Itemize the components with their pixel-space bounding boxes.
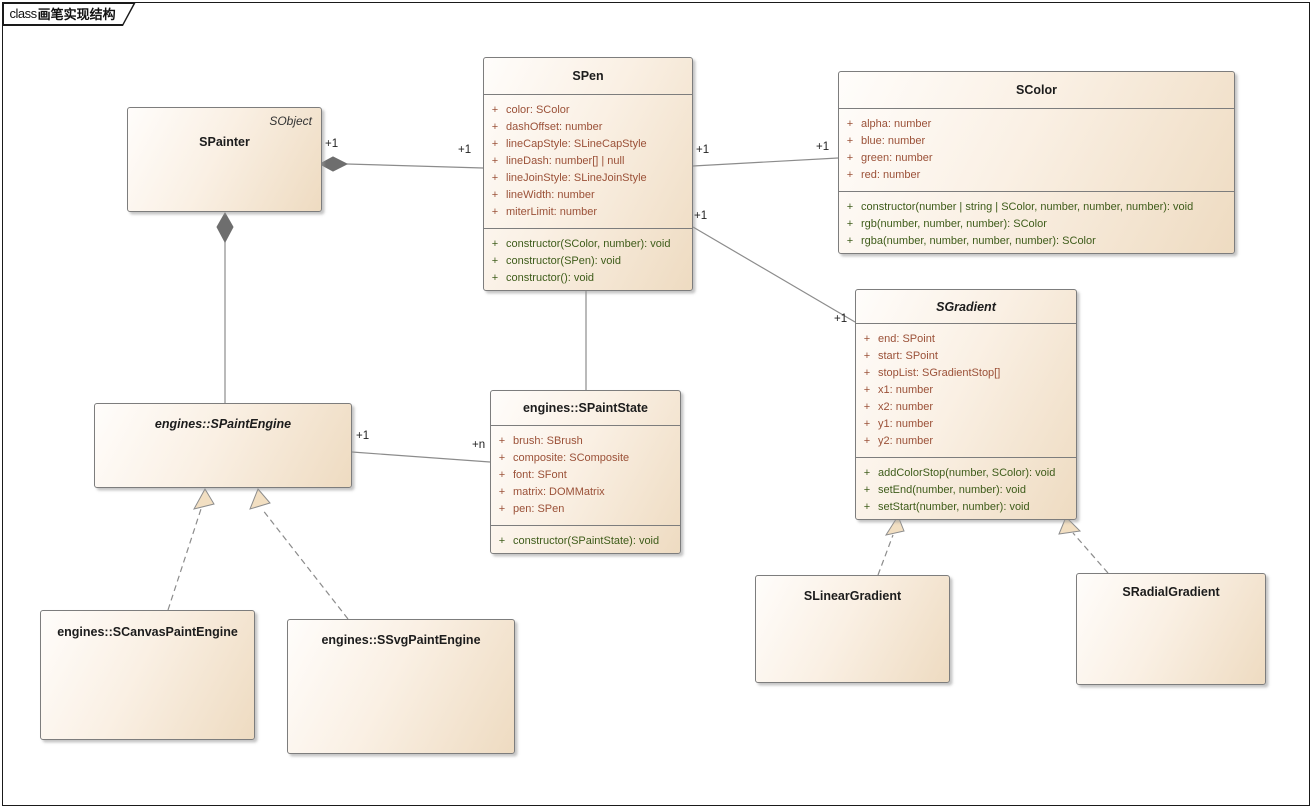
attribute-row: +y2: number	[863, 435, 934, 447]
multiplicity-label: +1	[356, 430, 370, 442]
spen-attributes: +color: SColor +dashOffset: number +line…	[484, 94, 692, 228]
sgradient-methods: +addColorStop(number, SColor): void +set…	[856, 457, 1076, 523]
class-scolor[interactable]: SColor +alpha: number +blue: number +gre…	[838, 71, 1235, 254]
attribute-row: +x1: number	[863, 384, 934, 396]
attribute-row: +brush: SBrush	[498, 435, 583, 447]
spen-title: SPen	[572, 69, 604, 83]
association-pen-color[interactable]	[692, 157, 839, 167]
multiplicity-label: +n	[472, 439, 486, 451]
attribute-row: +start: SPoint	[863, 350, 938, 362]
spaintstate-title: engines::SPaintState	[522, 401, 649, 415]
spaintstate-attributes: +brush: SBrush +composite: SComposite +f…	[491, 425, 680, 525]
class-ssvgpaintengine[interactable]: engines::SSvgPaintEngine	[287, 619, 515, 754]
attribute-row: +alpha: number	[846, 118, 932, 130]
generalization-radial-gradient[interactable]	[1072, 532, 1109, 574]
attribute-row: +lineCapStyle: SLineCapStyle	[491, 138, 647, 150]
composition-painter-pen-line[interactable]	[346, 163, 484, 169]
spaintengine-title: engines::SPaintEngine	[154, 417, 292, 431]
attribute-row: +x2: number	[863, 401, 934, 413]
attribute-row: +pen: SPen	[498, 503, 565, 515]
realization-canvasengine-paintengine[interactable]	[167, 508, 202, 611]
frame-title: 画笔实现结构	[37, 7, 116, 23]
realization-svgengine-paintengine[interactable]	[261, 508, 349, 620]
scolor-title: SColor	[1016, 83, 1057, 97]
method-row: +addColorStop(number, SColor): void	[863, 467, 1056, 479]
attribute-row: +font: SFont	[498, 469, 567, 481]
attribute-row: +blue: number	[846, 135, 926, 147]
class-spaintstate[interactable]: engines::SPaintState +brush: SBrush +com…	[490, 390, 681, 554]
spainter-title: SPainter	[199, 135, 250, 149]
attribute-row: +red: number	[846, 169, 921, 181]
association-pen-gradient[interactable]	[692, 226, 856, 323]
attribute-row: +color: SColor	[491, 104, 570, 116]
method-row: +constructor(SPaintState): void	[498, 535, 660, 547]
method-row: +constructor(SPen): void	[491, 255, 621, 267]
attribute-row: +composite: SComposite	[498, 452, 630, 464]
attribute-row: +y1: number	[863, 418, 934, 430]
multiplicity-label: +1	[458, 144, 472, 156]
attribute-row: +end: SPoint	[863, 333, 935, 345]
method-row: +constructor(number | string | SColor, n…	[846, 201, 1194, 213]
multiplicity-label: +1	[696, 144, 710, 156]
frame-tab: class 画笔实现结构	[2, 2, 136, 26]
sgradient-attributes: +end: SPoint +start: SPoint +stopList: S…	[856, 323, 1076, 457]
frame-tab-label: class 画笔实现结构	[4, 4, 135, 25]
composition-diamond-painter-pen	[318, 156, 349, 172]
scolor-methods: +constructor(number | string | SColor, n…	[839, 191, 1234, 257]
attribute-row: +lineDash: number[] | null	[491, 155, 625, 167]
class-sgradient[interactable]: SGradient +end: SPoint +start: SPoint +s…	[855, 289, 1077, 520]
generalization-triangle-linear	[884, 514, 905, 536]
attribute-row: +miterLimit: number	[491, 206, 598, 218]
scanvaspaintengine-title: engines::SCanvasPaintEngine	[57, 625, 238, 639]
multiplicity-label: +1	[694, 210, 708, 222]
multiplicity-label: +1	[834, 313, 848, 325]
association-engine-state[interactable]	[351, 451, 491, 463]
class-spainter[interactable]: SObject SPainter	[127, 107, 322, 212]
method-row: +setEnd(number, number): void	[863, 484, 1026, 496]
spaintstate-methods: +constructor(SPaintState): void	[491, 525, 680, 557]
attribute-row: +dashOffset: number	[491, 121, 603, 133]
sgradient-title: SGradient	[936, 299, 996, 314]
class-spen[interactable]: SPen +color: SColor +dashOffset: number …	[483, 57, 693, 291]
class-scanvaspaintengine[interactable]: engines::SCanvasPaintEngine	[40, 610, 255, 740]
generalization-linear-gradient[interactable]	[877, 534, 894, 576]
class-sradialgradient[interactable]: SRadialGradient	[1076, 573, 1266, 685]
frame-keyword: class	[9, 6, 37, 22]
scolor-attributes: +alpha: number +blue: number +green: num…	[839, 108, 1234, 191]
attribute-row: +matrix: DOMMatrix	[498, 486, 605, 498]
method-row: +rgb(number, number, number): SColor	[846, 218, 1047, 230]
slineargradient-title: SLinearGradient	[803, 589, 902, 603]
sradialgradient-title: SRadialGradient	[1122, 585, 1220, 599]
attribute-row: +green: number	[846, 152, 933, 164]
method-row: +setStart(number, number): void	[863, 501, 1030, 513]
multiplicity-label: +1	[816, 141, 830, 153]
method-row: +rgba(number, number, number, number): S…	[846, 235, 1096, 247]
ssvgpaintengine-title: engines::SSvgPaintEngine	[321, 633, 481, 647]
generalization-triangle-radial	[1058, 516, 1082, 535]
attribute-row: +lineJoinStyle: SLineJoinStyle	[491, 172, 647, 184]
class-spaintengine[interactable]: engines::SPaintEngine	[94, 403, 352, 488]
class-slineargradient[interactable]: SLinearGradient	[755, 575, 950, 683]
spen-methods: +constructor(SColor, number): void +cons…	[484, 228, 692, 294]
multiplicity-label: +1	[325, 138, 339, 150]
spainter-annotation: SObject	[269, 114, 312, 128]
composition-diamond-painter-engine	[216, 211, 234, 244]
generalization-triangle-svgengine	[249, 488, 271, 510]
attribute-row: +stopList: SGradientStop[]	[863, 367, 1001, 379]
method-row: +constructor(): void	[491, 272, 595, 284]
generalization-triangle-canvasengine	[193, 487, 215, 510]
method-row: +constructor(SColor, number): void	[491, 238, 671, 250]
attribute-row: +lineWidth: number	[491, 189, 595, 201]
